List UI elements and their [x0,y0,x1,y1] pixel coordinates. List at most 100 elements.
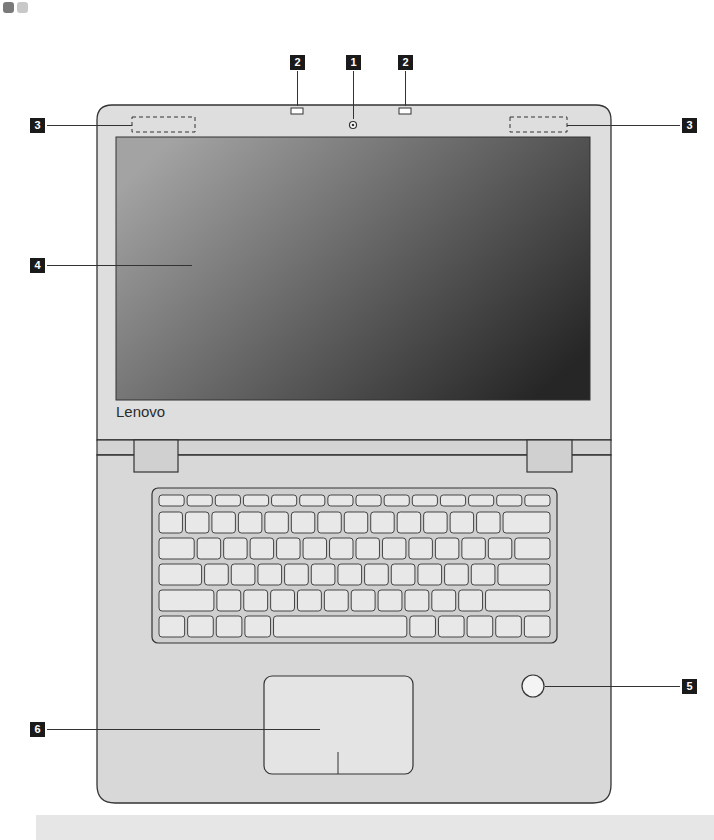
key [197,538,220,559]
microphone [291,108,303,114]
corner-mark [17,2,28,13]
corner-mark [3,2,14,13]
antenna [132,117,195,132]
hinge [527,440,572,472]
key [271,590,295,611]
key [467,616,493,637]
callout-number: 3 [30,118,45,133]
key [515,538,550,559]
key [365,564,389,585]
key [412,495,437,506]
screen [116,137,590,400]
key [300,495,325,506]
key [450,512,473,533]
key [351,590,375,611]
key [486,590,550,611]
key [285,564,309,585]
callout-number: 2 [398,55,413,70]
key [405,590,429,611]
key [212,512,235,533]
key [503,512,550,533]
key [224,538,247,559]
key [418,564,442,585]
key [277,538,300,559]
key [471,564,495,585]
leader-lines [47,71,680,730]
key [217,590,241,611]
key [424,512,447,533]
key [397,512,420,533]
key [435,538,458,559]
key [265,512,288,533]
key [462,538,485,559]
key [496,616,522,637]
key [244,590,268,611]
key [216,616,242,637]
key [188,616,214,637]
key [445,564,469,585]
key [238,512,261,533]
antenna [510,117,567,132]
key [438,616,464,637]
key [497,495,522,506]
fingerprint-reader [522,675,544,697]
key [159,590,214,611]
key [324,590,348,611]
callout-number: 2 [290,55,305,70]
brand-logo: Lenovo [116,403,165,420]
key [391,564,415,585]
key [272,495,297,506]
key [524,616,550,637]
hinge [134,440,178,472]
microphone [399,108,411,114]
key [432,590,456,611]
key [231,564,255,585]
key [328,495,353,506]
key [318,512,341,533]
key [311,564,335,585]
key [245,616,271,637]
key [291,512,314,533]
base [97,455,611,803]
key [205,564,229,585]
key [330,538,353,559]
key [384,495,409,506]
callout-number: 3 [682,118,697,133]
callout-number: 5 [682,679,697,694]
key [488,538,511,559]
key [297,590,321,611]
key [410,616,436,637]
touchpad-split [338,752,339,774]
key [356,538,379,559]
key [187,495,212,506]
key [469,495,494,506]
key [185,512,208,533]
footer-band [36,815,714,840]
key [459,590,483,611]
keyboard-well [152,488,557,643]
key [371,512,394,533]
key [258,564,282,585]
key [440,495,465,506]
camera [350,122,357,129]
key [338,564,362,585]
key [159,564,202,585]
key [409,538,432,559]
callout-number: 1 [346,55,361,70]
key [382,538,405,559]
key [159,616,185,637]
callout-number: 4 [30,258,45,273]
key [378,590,402,611]
key [250,538,273,559]
key [344,512,367,533]
key [477,512,500,533]
key [159,512,182,533]
camera-lens [352,124,355,127]
key [159,495,184,506]
key [356,495,381,506]
callout-number: 6 [30,722,45,737]
key [303,538,326,559]
touchpad [264,676,413,774]
key [274,616,407,637]
